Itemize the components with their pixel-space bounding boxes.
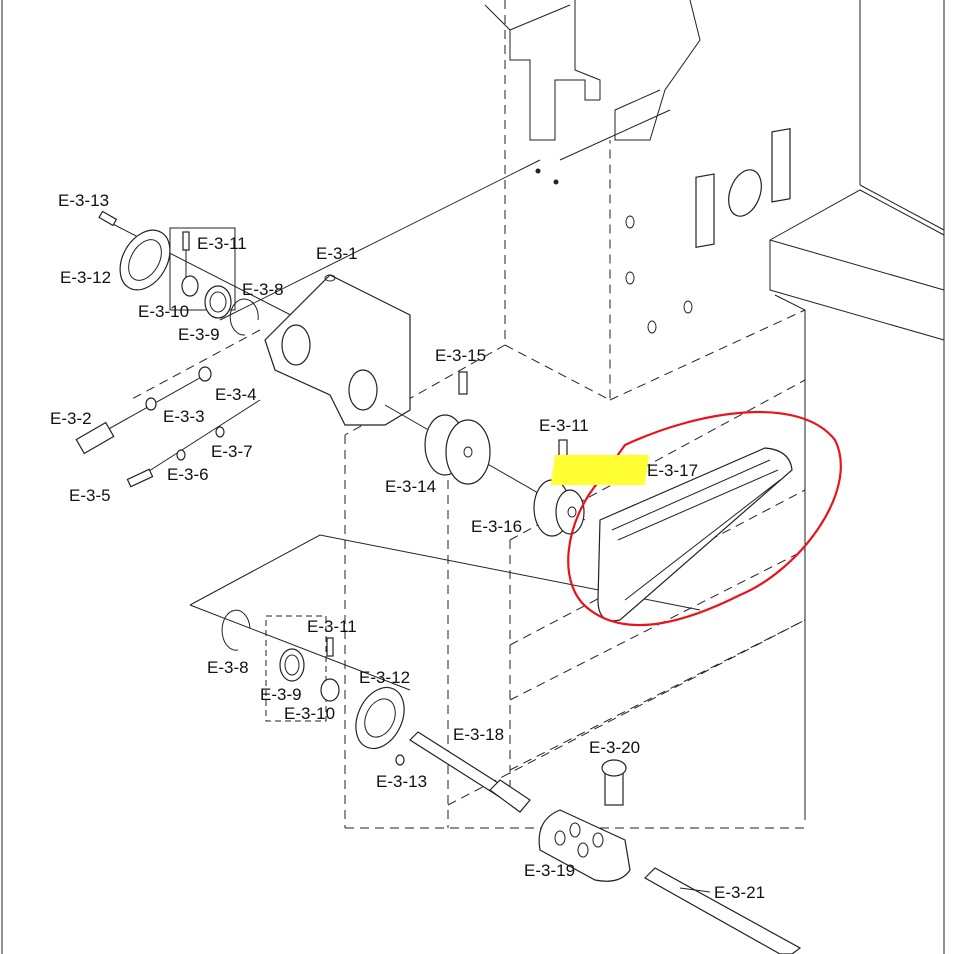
lower-assembly [221,609,802,954]
annotation-circle [567,410,842,627]
label-e-3-13: E-3-13 [376,772,427,791]
part-labels: E-3-13 E-3-11 E-3-12 E-3-1 E-3-8 E-3-10 … [50,191,765,902]
label-e-3-5: E-3-5 [69,486,111,505]
label-e-3-10: E-3-10 [284,704,335,723]
label-e-3-14: E-3-14 [385,477,436,496]
upper-assembly [75,210,411,488]
label-e-3-2: E-3-2 [50,409,92,428]
screw-icon [98,210,118,227]
group-box-top [169,227,236,311]
label-e-3-12: E-3-12 [359,668,410,687]
label-e-3-12: E-3-12 [60,268,111,287]
label-e-3-9: E-3-9 [178,325,220,344]
drive-belt [597,447,793,622]
pulley-assembly [384,371,793,622]
label-e-3-21: E-3-21 [714,883,765,902]
label-e-3-11: E-3-11 [197,234,247,253]
label-e-3-1: E-3-1 [316,244,358,263]
label-e-3-6: E-3-6 [167,465,209,484]
label-e-3-3: E-3-3 [163,407,205,426]
label-e-3-20: E-3-20 [589,738,640,757]
group-box-bottom [265,615,327,722]
flange-plate-bottom [355,686,405,750]
label-e-3-18: E-3-18 [453,725,504,744]
bolt-icon [75,421,115,455]
label-e-3-9: E-3-9 [260,685,302,704]
leader-lines [679,887,711,893]
label-e-3-4: E-3-4 [215,385,257,404]
label-e-3-17: E-3-17 [647,461,698,480]
label-e-3-19: E-3-19 [524,861,575,880]
label-e-3-8: E-3-8 [207,658,249,677]
label-e-3-11: E-3-11 [307,617,357,636]
label-e-3-8: E-3-8 [242,280,284,299]
construction-lines [189,0,806,829]
flange-plate [119,229,171,291]
label-e-3-13: E-3-13 [58,191,109,210]
machine-frame [484,0,945,820]
bearing [204,285,232,319]
coupling [538,809,631,882]
label-e-3-7: E-3-7 [211,442,253,461]
label-e-3-15: E-3-15 [435,346,486,365]
label-e-3-10: E-3-10 [138,302,189,321]
label-e-3-11: E-3-11 [539,416,589,435]
label-e-3-16: E-3-16 [471,517,522,536]
highlight-mark [550,455,650,485]
